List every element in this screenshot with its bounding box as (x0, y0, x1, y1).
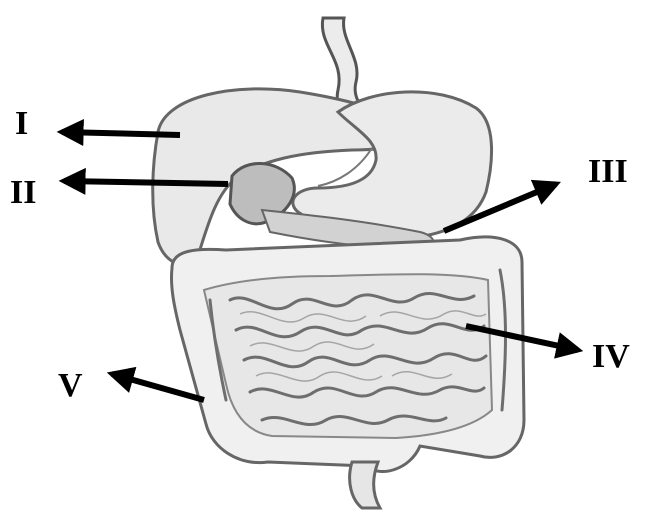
rectum (350, 462, 380, 508)
arrow-v (112, 374, 204, 400)
label-v: V (58, 369, 83, 403)
arrow-ii (64, 181, 228, 184)
label-iv: IV (592, 340, 630, 374)
label-ii: II (10, 176, 36, 210)
label-i: I (15, 107, 28, 141)
arrow-i (62, 132, 180, 135)
label-iii: III (588, 155, 628, 189)
